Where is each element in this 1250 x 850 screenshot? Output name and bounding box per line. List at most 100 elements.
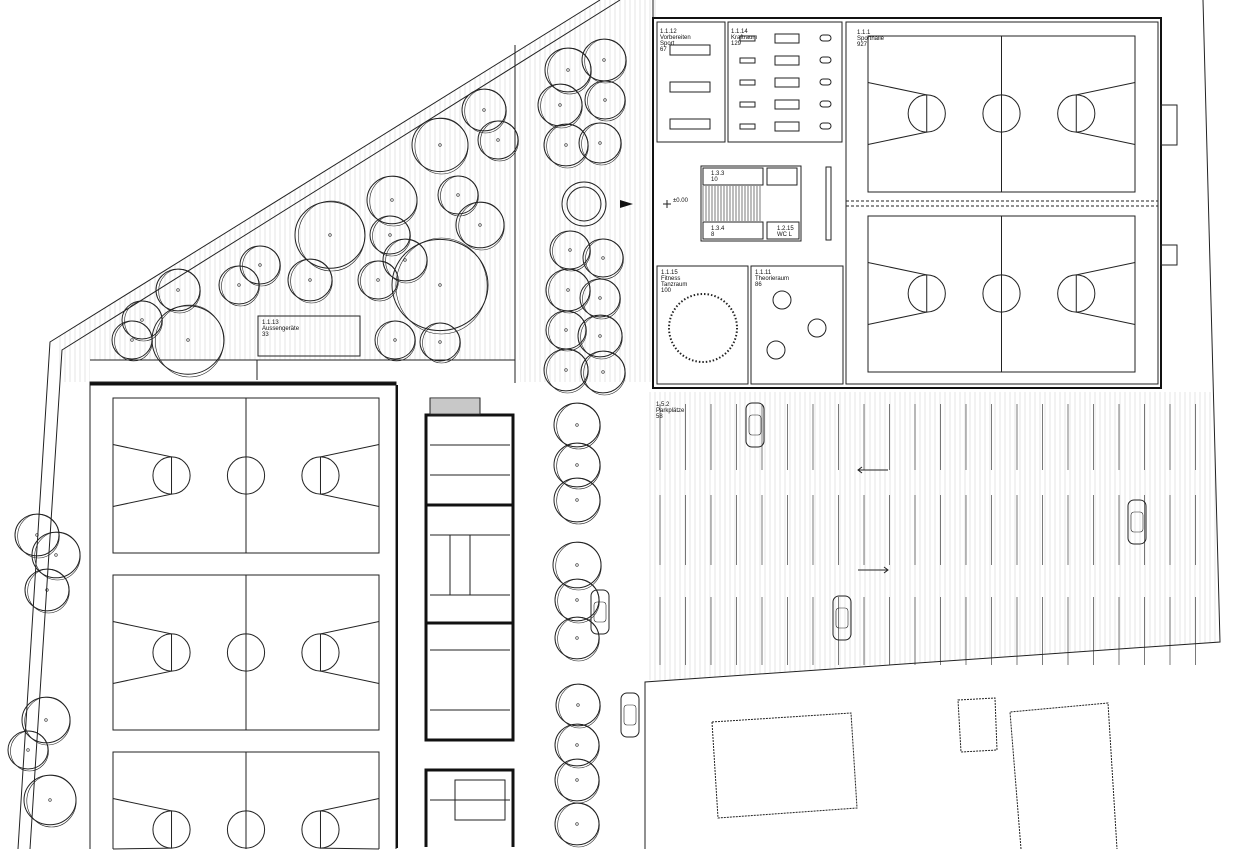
tree-canopy-outline [557,616,600,662]
tree-canopy [552,541,602,589]
car-roof [623,704,637,726]
court-free-throw-circle [152,810,191,849]
aussengeraete-room [257,315,361,357]
tree-trunk [568,248,572,252]
tree-canopy-outline [464,88,507,134]
tree-trunk [140,318,144,322]
tree-icon [369,215,411,257]
tree-icon [419,322,461,364]
tree-icon [23,774,77,828]
tree-trunk [438,340,442,344]
court-key [1075,262,1136,325]
tree-trunk [598,296,602,300]
court-key [319,444,380,507]
room-vorbereiten [656,21,726,143]
theorie-table [766,340,786,360]
bench [774,55,800,66]
tree-canopy [554,758,600,802]
court-center-circle [226,456,266,495]
car-icon [1127,499,1147,545]
tree-canopy-outline [557,723,600,769]
sports-building [652,17,1162,389]
tree-canopy-outline [372,215,411,257]
tree-canopy [437,175,479,215]
tree-icon [537,83,583,129]
car-icon [745,402,765,448]
tree-icon [31,531,81,581]
tree-canopy-outline [552,230,591,272]
tree-trunk [601,370,605,374]
tree-icon [584,80,626,122]
tree-canopy-outline [557,802,600,848]
tree-canopy-outline [27,568,70,614]
courts [112,35,1158,850]
tree-canopy [553,402,601,448]
court-free-throw-circle [152,633,191,672]
stair [454,779,506,821]
tree-icon [7,730,49,772]
tree-canopy [21,696,71,744]
site-boundary-left [17,0,601,850]
tree-icon [553,477,601,525]
tree-canopy-outline [440,175,479,217]
car-roof [1130,511,1144,533]
tree-canopy-outline [114,320,153,362]
court-center-circle [982,94,1021,133]
tree-canopy-outline [297,200,366,272]
tree-canopy-outline [360,260,399,302]
neighbour-building [957,697,998,753]
tree-trunk [602,58,606,62]
tree-trunk [575,463,579,467]
court-key [867,82,928,145]
stair-core [700,165,802,242]
tree-canopy [366,175,418,225]
car-body [620,692,640,738]
tree-trunk [393,338,397,342]
tree-icon [554,578,600,624]
tree-trunk [564,328,568,332]
tree-canopy [461,88,507,132]
tree-trunk [130,338,134,342]
exterior-stair [1160,244,1178,266]
tree-icon [374,320,416,362]
tree-canopy-outline [548,310,587,352]
tree-canopy-outline [583,350,626,396]
tree-trunk [328,233,332,237]
tree-trunk [575,423,579,427]
tree-trunk [376,278,380,282]
tree-canopy-outline [377,320,416,362]
tree-canopy [554,802,600,846]
machine [739,123,756,130]
tree-trunk [44,718,48,722]
car-body [832,595,852,641]
tree-canopy [554,723,600,767]
tree-canopy-outline [221,265,260,307]
tree-icon [580,350,626,396]
wall-element [825,166,832,241]
tree-icon [554,616,600,662]
tree-icon [14,513,60,559]
tree-trunk [176,288,180,292]
tree-canopy [555,683,601,727]
tree-trunk [308,278,312,282]
tree-icon [553,402,601,450]
elevator [766,167,798,186]
school-wing [424,397,515,847]
tree-trunk [575,636,579,640]
tree-canopy-outline [558,683,601,729]
tree-canopy-outline [158,268,201,314]
room-kraftraum [727,21,843,143]
tree-icon [577,314,623,360]
tree-icon [21,696,71,746]
site-boundary-right [644,0,1221,849]
tree-icon [24,568,70,614]
tree-trunk [603,98,607,102]
tree-canopy-outline [582,278,621,320]
court-center-circle [982,274,1021,313]
theorie-table [772,290,792,310]
